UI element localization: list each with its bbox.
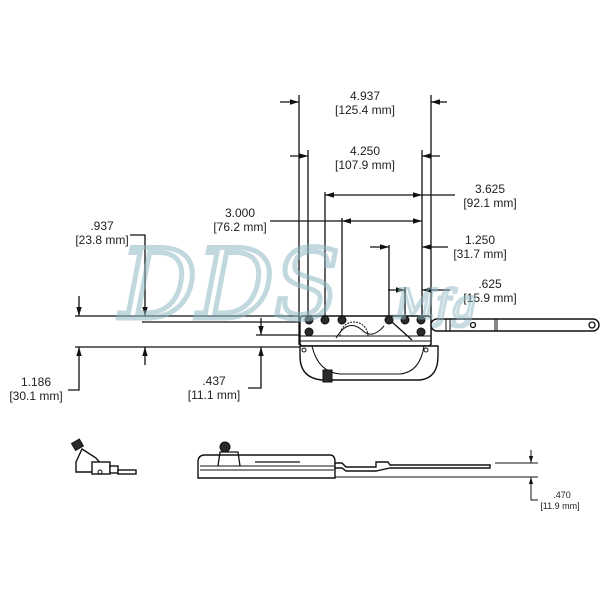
- dim-arm-thickness-inch: .470: [553, 490, 571, 500]
- dim-offset-a-mm: [31.7 mm]: [453, 247, 506, 261]
- watermark-logo: DDS: [118, 229, 340, 341]
- dim-offset-b: .625 [15.9 mm]: [388, 277, 517, 305]
- dim-height-overall: 1.186 [30.1 mm]: [9, 296, 82, 403]
- dim-offset-b-mm: [15.9 mm]: [463, 291, 516, 305]
- dim-offset-a-inch: 1.250: [465, 233, 495, 247]
- dim-overall-width-inch: 4.937: [350, 89, 380, 103]
- operator-arm: [430, 318, 600, 332]
- dim-arm-thickness-mm: [11.9 mm]: [540, 501, 579, 511]
- dim-height-base-mm: [11.1 mm]: [188, 388, 240, 402]
- dim-hole-spacing-a: 3.625 [92.1 mm]: [325, 182, 517, 210]
- dim-height-top-inch: .937: [90, 219, 114, 233]
- dim-height-top: .937 [23.8 mm]: [75, 219, 148, 365]
- operator-end-view: [70, 438, 137, 475]
- dim-height-overall-mm: [30.1 mm]: [9, 389, 62, 403]
- watermark-sub: Mfg: [394, 282, 476, 328]
- dim-hole-spacing-b: 3.000 [76.2 mm]: [213, 206, 422, 234]
- dim-offset-b-inch: .625: [478, 277, 502, 291]
- operator-top-view: [299, 315, 439, 383]
- operator-side-view: [197, 441, 491, 479]
- watermark: DDS Mfg: [116, 227, 478, 344]
- dim-offset-a: 1.250 [31.7 mm]: [370, 233, 507, 261]
- dim-height-base-inch: .437: [202, 374, 226, 388]
- dim-hole-spacing-a-inch: 3.625: [475, 182, 505, 196]
- dim-height-top-mm: [23.8 mm]: [75, 233, 128, 247]
- dim-overall-width-mm: [125.4 mm]: [335, 103, 395, 117]
- dim-mount-width-mm: [107.9 mm]: [335, 158, 395, 172]
- dim-height-overall-inch: 1.186: [21, 375, 51, 389]
- dim-mount-width: 4.250 [107.9 mm]: [290, 144, 440, 172]
- dim-mount-width-inch: 4.250: [350, 144, 380, 158]
- dim-hole-spacing-b-mm: [76.2 mm]: [213, 220, 266, 234]
- dim-overall-width: 4.937 [125.4 mm]: [280, 89, 447, 117]
- dim-arm-thickness: .470 [11.9 mm]: [335, 450, 580, 511]
- dim-hole-spacing-a-mm: [92.1 mm]: [463, 196, 516, 210]
- dim-height-base: .437 [11.1 mm]: [188, 318, 264, 402]
- dim-hole-spacing-b-inch: 3.000: [225, 206, 255, 220]
